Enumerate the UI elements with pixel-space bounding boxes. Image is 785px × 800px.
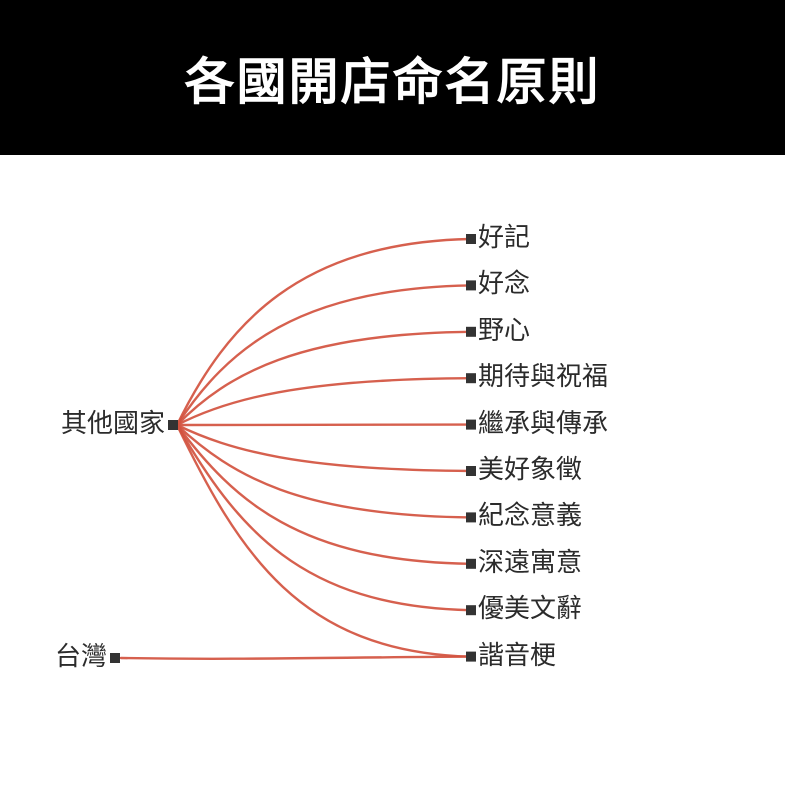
link-other-meihao — [175, 423, 472, 473]
target-marker-yexin — [466, 326, 476, 337]
target-label-shenyuan: 深遠寓意 — [478, 547, 583, 578]
page-title: 各國開店命名原則 — [184, 53, 601, 111]
target-label-jinian: 紀念意義 — [478, 501, 583, 532]
diagram-canvas: 其他國家台灣 好記好念野心期待與祝福繼承與傳承美好象徵紀念意義深遠寓意優美文辭諧音… — [0, 155, 785, 800]
source-marker-taiwan — [110, 653, 120, 663]
links-layer — [119, 237, 472, 660]
source-label-taiwan: 台灣 — [54, 642, 107, 672]
target-marker-haonian — [466, 280, 476, 291]
link-other-yexin — [175, 330, 472, 427]
target-label-youmei: 優美文辭 — [478, 594, 583, 625]
target-label-xieyin: 諧音梗 — [478, 640, 557, 671]
target-marker-jicheng — [466, 419, 476, 430]
target-marker-meihao — [466, 466, 476, 476]
target-label-haonian: 好念 — [478, 269, 531, 300]
link-other-haoji — [175, 237, 472, 427]
source-label-other: 其他國家 — [60, 409, 165, 439]
target-label-jicheng: 繼承與傳承 — [478, 408, 609, 439]
target-label-haoji: 好記 — [478, 223, 531, 253]
target-marker-qidai — [466, 373, 476, 384]
target-marker-youmei — [466, 605, 476, 616]
markers-layer — [110, 234, 476, 663]
link-taiwan-xieyin — [119, 655, 472, 660]
link-other-shenyuan — [175, 423, 472, 565]
target-marker-haoji — [466, 234, 476, 244]
source-marker-other — [168, 420, 178, 430]
target-marker-jinian — [466, 512, 476, 523]
target-marker-xieyin — [466, 651, 476, 662]
link-other-jinian — [175, 423, 472, 519]
link-other-xieyin — [175, 423, 472, 658]
link-other-haonian — [175, 284, 472, 427]
target-marker-shenyuan — [466, 558, 476, 569]
link-other-youmei — [175, 423, 472, 612]
target-label-yexin: 野心 — [478, 315, 531, 346]
diagram-svg — [110, 234, 476, 663]
title-banner: 各國開店命名原則 — [0, 0, 785, 155]
target-label-qidai: 期待與祝福 — [478, 362, 609, 393]
link-other-qidai — [175, 377, 472, 427]
target-label-meihao: 美好象徵 — [478, 455, 583, 485]
